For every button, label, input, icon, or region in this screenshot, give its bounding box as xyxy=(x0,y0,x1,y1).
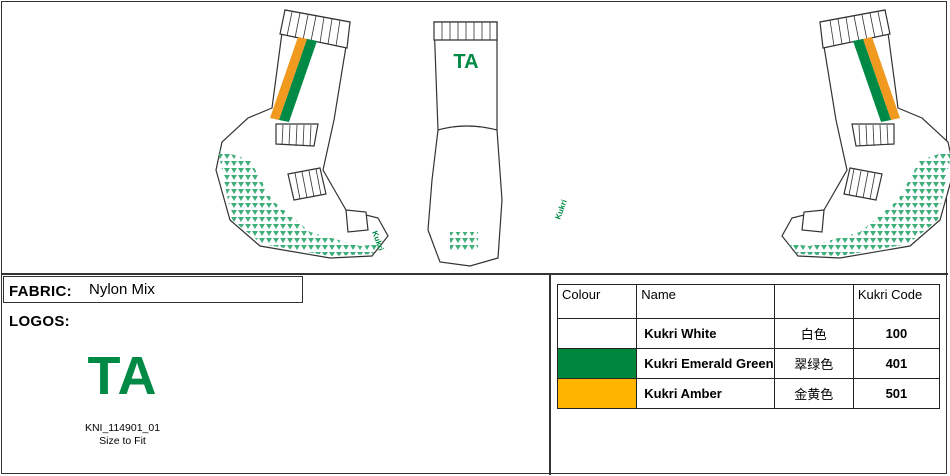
section-divider xyxy=(1,273,948,275)
table-row: Kukri Amber 金黄色 501 xyxy=(556,378,941,409)
sock-drawings: Kukri TA xyxy=(215,9,950,267)
sock-logo-center: TA xyxy=(453,51,478,73)
colour-code: 100 xyxy=(852,318,941,349)
colour-name: Kukri White xyxy=(636,318,775,349)
header-name: Name xyxy=(636,284,775,319)
table-row: Kukri White 白色 100 xyxy=(556,318,941,349)
ta-logo: TA xyxy=(87,346,158,406)
colour-swatch xyxy=(556,378,638,409)
colour-swatch xyxy=(556,348,638,379)
sock-right-side xyxy=(781,9,950,259)
colour-table-header: Colour Name Kukri Code xyxy=(556,284,941,319)
sock-center-front xyxy=(427,21,503,267)
logo-code: KNI_114901_01 xyxy=(84,422,161,434)
header-colour: Colour xyxy=(556,284,638,319)
logo-size: Size to Fit xyxy=(99,435,146,447)
fabric-label: FABRIC: xyxy=(9,283,72,300)
colour-name-chinese: 金黄色 xyxy=(773,378,854,409)
colour-swatch xyxy=(556,318,638,349)
table-row: Kukri Emerald Green 翠绿色 401 xyxy=(556,348,941,379)
colour-name: Kukri Emerald Green xyxy=(636,348,775,379)
stripe-emerald-left xyxy=(279,39,317,122)
colour-name: Kukri Amber xyxy=(636,378,775,409)
colour-code: 501 xyxy=(852,378,941,409)
sock-left-side xyxy=(215,9,389,259)
colour-code: 401 xyxy=(852,348,941,379)
fabric-box xyxy=(3,276,303,303)
colour-name-chinese: 白色 xyxy=(773,318,854,349)
fabric-value: Nylon Mix xyxy=(89,281,155,298)
colour-table: Colour Name Kukri Code Kukri White 白色 10… xyxy=(556,284,941,409)
stripe-amber-left xyxy=(270,37,307,120)
logos-label: LOGOS: xyxy=(9,313,70,330)
column-divider xyxy=(549,274,551,475)
brand-mark-right: Kukri xyxy=(553,198,568,220)
header-kukri-code: Kukri Code xyxy=(852,284,941,319)
colour-name-chinese: 翠绿色 xyxy=(773,348,854,379)
header-blank xyxy=(773,284,854,319)
